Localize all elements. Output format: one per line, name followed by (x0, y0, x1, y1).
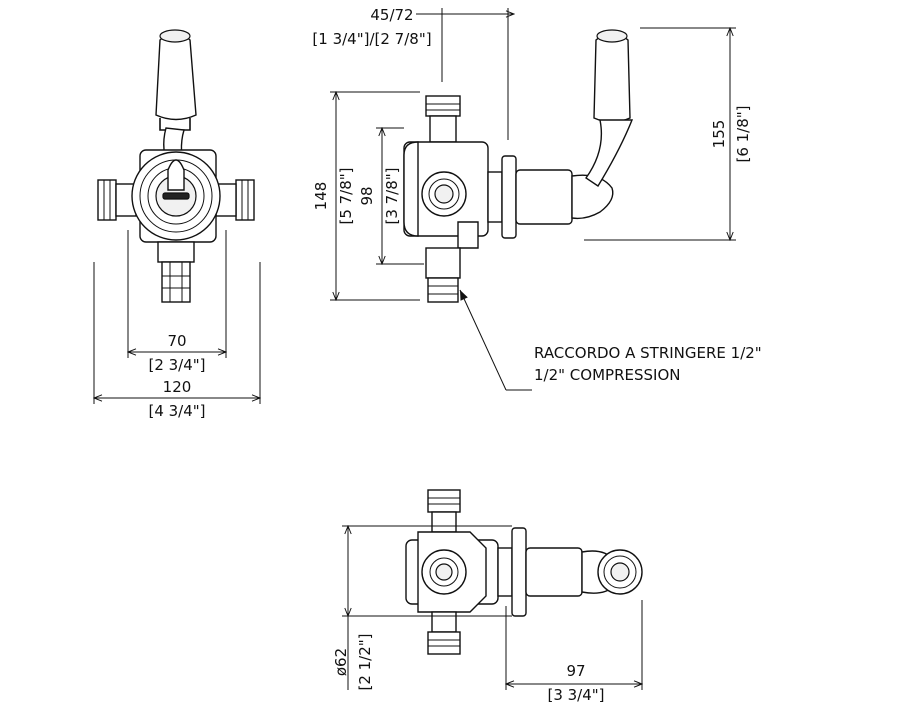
top-depth-value: 97 (566, 662, 585, 680)
front-view: 70 [2 3/4"] 120 [4 3/4"] (94, 29, 260, 420)
callout-line-1: RACCORDO A STRINGERE 1/2" (534, 344, 762, 362)
side-inner-height-imperial: [3 7/8"] (383, 167, 401, 224)
front-outer-width-imperial: [4 3/4"] (148, 402, 205, 420)
lever-height-value: 155 (710, 120, 728, 149)
side-height-value: 148 (312, 182, 330, 211)
compression-callout: RACCORDO A STRINGERE 1/2" 1/2" COMPRESSI… (459, 289, 762, 391)
front-inner-width-value: 70 (167, 332, 186, 350)
side-offset-imperial: [1 3/4"]/[2 7/8"] (312, 30, 431, 48)
side-offset-value: 45/72 (370, 6, 413, 24)
bottom-fitting (157, 241, 195, 303)
top-view: ø62 [2 1/2"] 97 [3 3/4"] (332, 489, 642, 704)
callout-line-2: 1/2" COMPRESSION (534, 366, 680, 384)
right-fitting (215, 179, 255, 221)
flange-diameter-value: ø62 (332, 648, 350, 676)
left-fitting (97, 179, 137, 221)
lever-height-imperial: [6 1/8"] (734, 105, 752, 162)
flange-diameter-imperial: [2 1/2"] (356, 633, 374, 690)
side-inner-height-value: 98 (358, 186, 376, 205)
front-outer-width-value: 120 (163, 378, 192, 396)
front-inner-width-imperial: [2 3/4"] (148, 356, 205, 374)
side-height-imperial: [5 7/8"] (337, 167, 355, 224)
top-depth-imperial: [3 3/4"] (547, 686, 604, 704)
side-view: 45/72 [1 3/4"]/[2 7/8"] 148 [5 7/8"] 98 … (312, 6, 762, 391)
